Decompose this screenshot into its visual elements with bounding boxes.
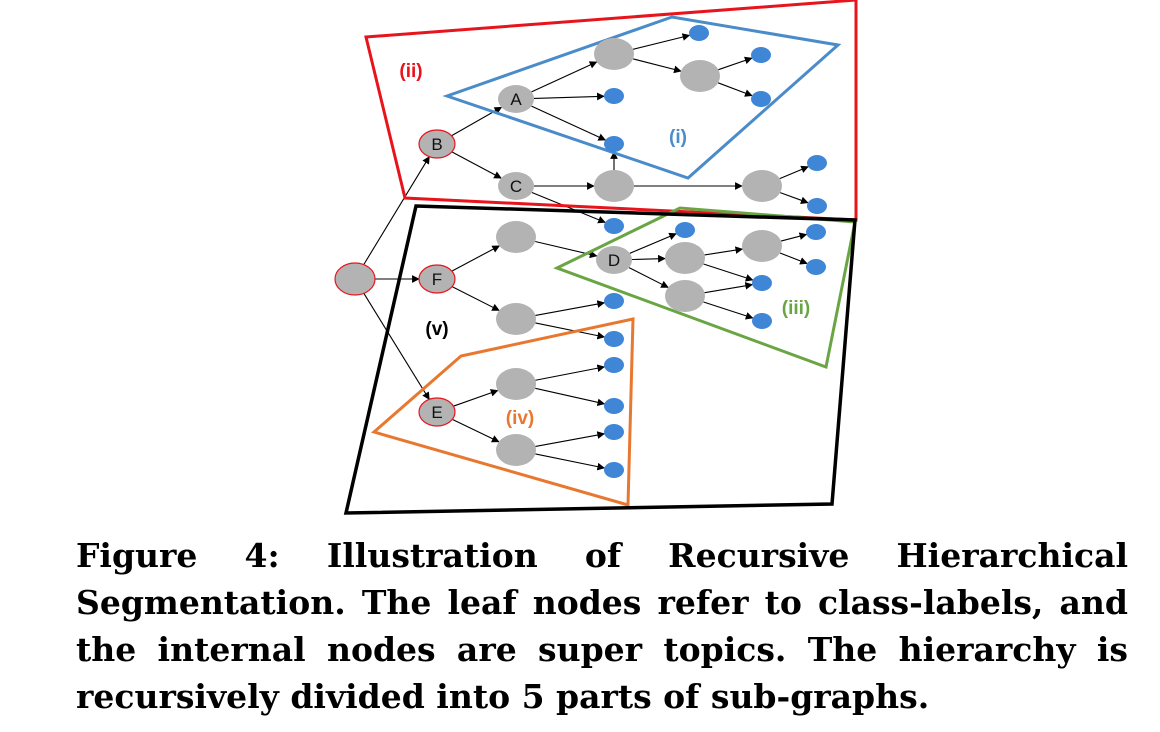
label-layer: (i) (ii) (iii) (iv) (v) [399, 61, 810, 429]
edge-g11-b19 [535, 453, 606, 471]
segment-5-outline [343, 204, 857, 515]
internal-node [594, 170, 634, 202]
leaf-node [604, 88, 624, 104]
leaf-node [604, 398, 624, 414]
internal-node [665, 242, 705, 274]
leaf-node [675, 222, 695, 238]
segment-label-1: (i) [669, 127, 687, 148]
edge-g2-b3 [717, 82, 753, 97]
edge-D-b9 [629, 232, 677, 254]
edge-g10-b16 [535, 364, 606, 381]
segment-label-2: (ii) [399, 61, 422, 82]
edge-A-g1 [531, 61, 598, 93]
edge-g7-b13 [703, 301, 754, 320]
leaf-node [751, 91, 771, 107]
leaf-node [806, 259, 826, 275]
edge-root-B [363, 156, 430, 265]
edge-g6-g8 [704, 246, 744, 256]
edge-g4-b6 [779, 165, 809, 180]
internal-node [742, 170, 782, 202]
edge-F-g9 [451, 286, 500, 311]
leaf-node [604, 293, 624, 309]
segment-4-outline [370, 317, 635, 507]
edge-g7-b12 [704, 282, 753, 294]
edge-A-b5 [531, 105, 607, 141]
leaf-node [689, 25, 709, 41]
internal-node [334, 262, 376, 296]
edge-root-E [363, 293, 430, 401]
leaf-node [751, 47, 771, 63]
edge-D-g6 [631, 254, 666, 263]
node-label-b: B [431, 135, 442, 154]
internal-node [496, 303, 536, 335]
internal-node [596, 246, 632, 274]
internal-node [680, 60, 720, 92]
segment-label-5: (v) [425, 319, 448, 340]
edge-g8-b11 [779, 252, 808, 265]
edge-F-g5 [451, 245, 501, 272]
edge-D-g7 [628, 267, 669, 288]
node-label-f: F [432, 270, 442, 289]
internal-node [496, 221, 536, 253]
figure-caption: Figure 4: Illustration of Recursive Hier… [76, 536, 1128, 716]
segment-label-4: (iv) [506, 408, 535, 429]
internal-node [498, 172, 534, 200]
leaf-node [604, 136, 624, 152]
edge-g8-b10 [780, 232, 808, 242]
edge-g1-b1 [632, 33, 691, 50]
internal-node [418, 264, 456, 294]
leaf-node [604, 424, 624, 440]
leaf-node [806, 224, 826, 240]
edge-g10-b17 [535, 387, 606, 407]
leaf-node [807, 198, 827, 214]
segment-layer [343, 0, 858, 515]
edge-B-C [451, 151, 502, 179]
leaf-node [604, 218, 624, 234]
edge-A-b4 [533, 92, 605, 101]
edge-g1-g2 [632, 58, 682, 74]
leaf-node [752, 313, 772, 329]
leaf-node [604, 462, 624, 478]
leaf-node [604, 331, 624, 347]
leaf-node [604, 357, 624, 373]
node-label-a: A [510, 90, 522, 109]
edge-g6-b12 [703, 263, 754, 282]
leaf-node [752, 275, 772, 291]
edge-E-g10 [453, 389, 499, 407]
leaf-node [807, 155, 827, 171]
internal-node [496, 434, 536, 466]
node-label-c: C [510, 177, 522, 196]
internal-node [418, 129, 456, 159]
edge-g4-b7 [780, 192, 809, 204]
node-label-e: E [431, 403, 442, 422]
edge-g9-b15 [535, 322, 606, 340]
internal-node [418, 397, 456, 427]
internal-node [496, 368, 536, 400]
edge-g9-b14 [535, 300, 606, 316]
segment-1-outline [442, 15, 842, 180]
edge-g11-b18 [535, 431, 606, 447]
hierarchy-diagram: F B E A C D (i) (ii) (iii) (iv) (v) [334, 0, 858, 515]
edge-E-g11 [452, 418, 500, 443]
internal-node [665, 280, 705, 312]
internal-node [498, 85, 534, 113]
node-layer: F B E A C D [334, 25, 827, 478]
internal-node [742, 230, 782, 262]
edge-g2-b2 [718, 56, 753, 71]
node-label-d: D [608, 251, 620, 270]
segment-label-3: (iii) [782, 298, 811, 319]
internal-node [594, 38, 634, 70]
